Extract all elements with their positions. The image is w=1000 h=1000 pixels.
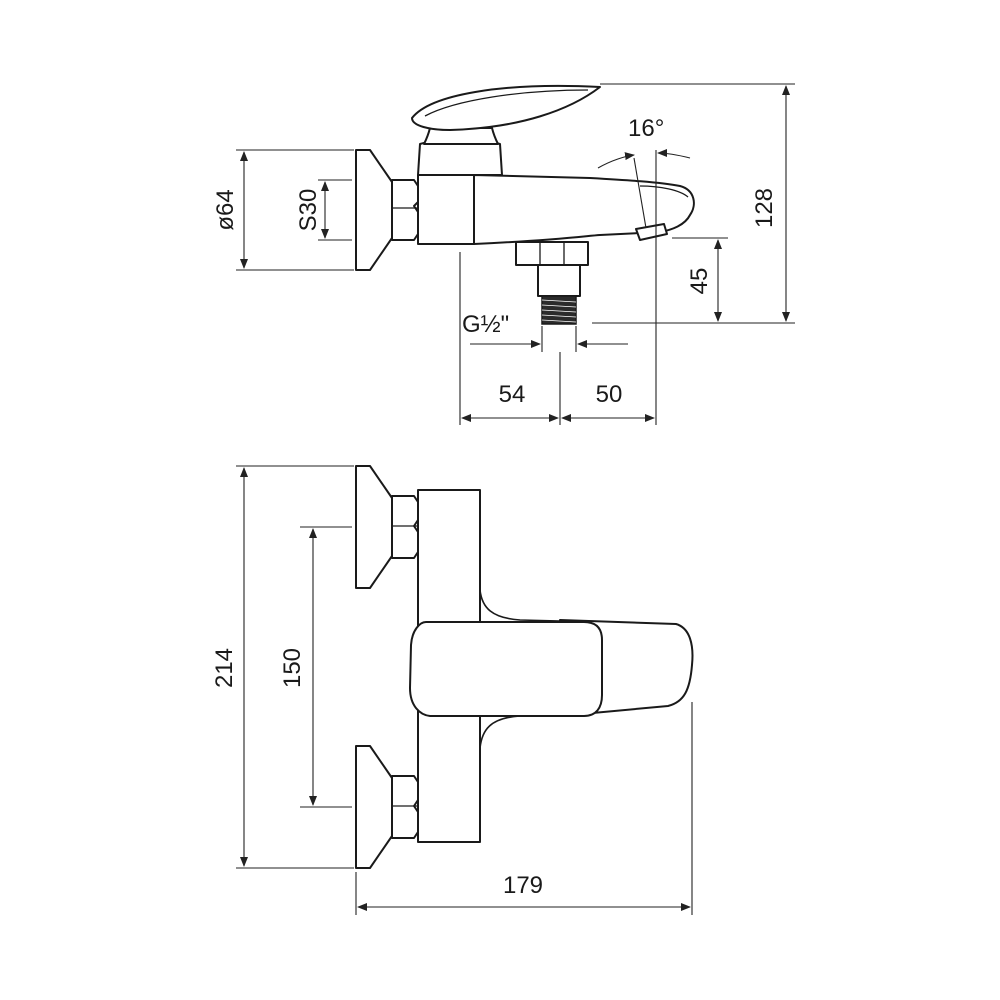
- dim-projection: 179: [355, 702, 693, 915]
- dim-depth-right-label: 50: [596, 381, 623, 408]
- side-thread-lines: [541, 299, 577, 323]
- dim-depth: 54 50: [459, 252, 655, 425]
- dim-diameter-label: ø64: [212, 189, 239, 230]
- dim-depth-left-label: 54: [499, 381, 526, 408]
- side-outlet-nut: [515, 241, 589, 266]
- dim-center-distance: 150: [279, 526, 352, 808]
- side-aerator: [635, 223, 668, 241]
- top-hex-nut-upper: [391, 495, 419, 559]
- side-handle-lever: [411, 84, 601, 131]
- dim-height-label: 128: [751, 188, 778, 228]
- dim-outlet-height-label: 45: [686, 268, 713, 295]
- dim-thread: G½": [462, 311, 628, 352]
- side-hex-nut: [391, 179, 419, 241]
- side-handle-neck: [423, 127, 499, 145]
- top-view: 214 150 179: [211, 465, 694, 915]
- dim-nut-size: S30: [295, 179, 352, 241]
- dim-projection-label: 179: [503, 872, 543, 899]
- top-wall-flange-upper: [355, 465, 393, 589]
- dim-diameter: ø64: [212, 149, 354, 271]
- dim-total-length-label: 214: [211, 648, 238, 688]
- side-outlet-stem: [537, 264, 581, 297]
- dim-center-distance-label: 150: [279, 648, 306, 688]
- dim-thread-label: G½": [462, 311, 509, 338]
- side-view: ø64 S30 16° 128 45: [212, 83, 795, 425]
- dim-outlet-height: 45: [672, 237, 728, 322]
- top-wall-flange-lower: [355, 745, 393, 869]
- dim-angle-label: 16°: [628, 115, 664, 142]
- dim-height: 128: [592, 83, 795, 324]
- side-spout: [473, 174, 695, 245]
- side-wall-flange: [355, 149, 393, 271]
- dim-nut-label: S30: [295, 189, 322, 232]
- dim-angle: 16°: [597, 115, 691, 425]
- top-handle: [409, 621, 603, 717]
- top-hex-nut-lower: [391, 775, 419, 839]
- side-mixer-body: [417, 174, 475, 245]
- dim-total-length: 214: [211, 465, 354, 869]
